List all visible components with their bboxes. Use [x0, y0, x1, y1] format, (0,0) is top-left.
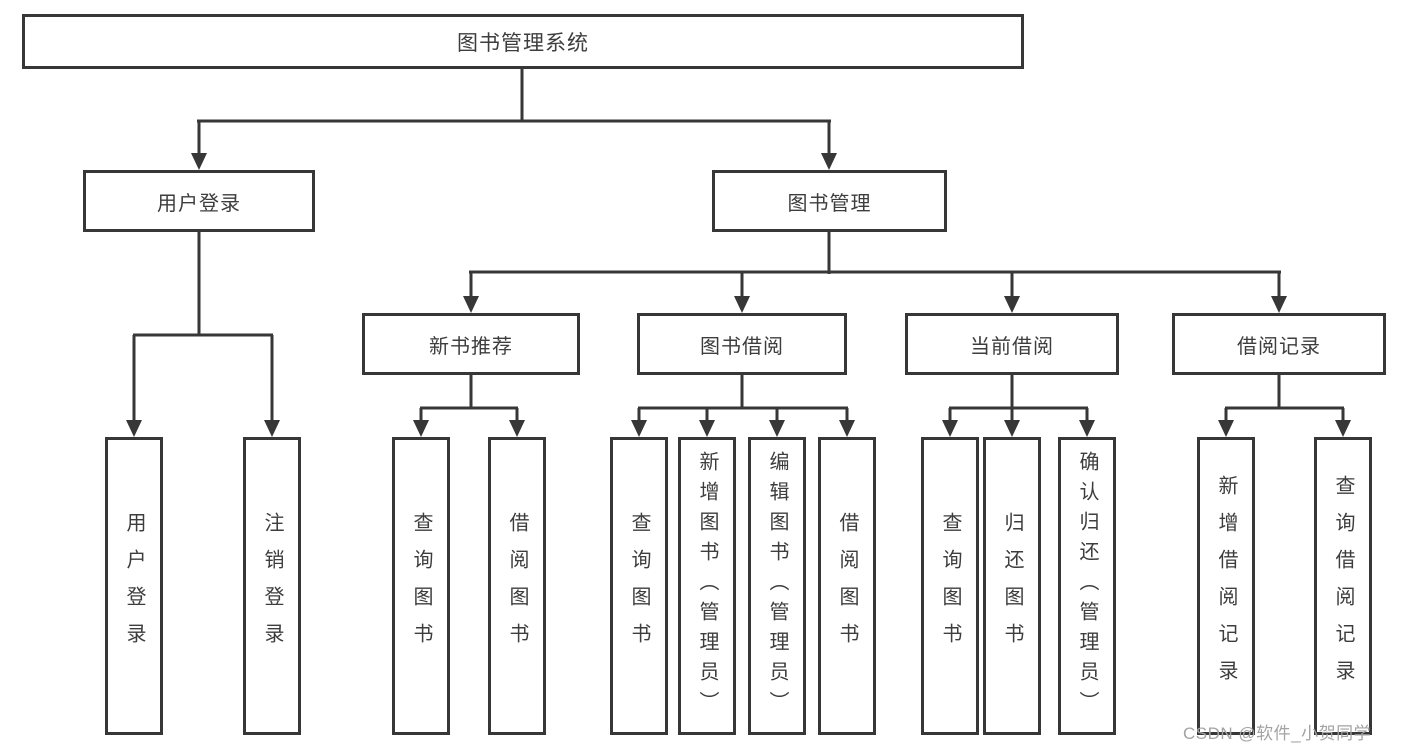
leaf-query-books: 查询图书 — [921, 437, 979, 735]
node-current-borrow: 当前借阅 — [905, 313, 1119, 375]
leaf-label: 查询图书 — [410, 512, 432, 660]
node-label: 图书管理 — [787, 192, 872, 215]
leaf-label: 新增借阅记录 — [1215, 475, 1237, 697]
node-label: 图书管理系统 — [457, 31, 589, 55]
leaf-add-borrow-record: 新增借阅记录 — [1197, 437, 1255, 735]
node-borrow-record: 借阅记录 — [1172, 313, 1386, 375]
node-label: 借阅记录 — [1237, 335, 1321, 358]
leaf-confirm-return-admin: 确认归还（管理员） — [1058, 437, 1116, 735]
leaf-label: 归还图书 — [1001, 512, 1023, 660]
leaf-user-login: 用户登录 — [105, 437, 163, 735]
leaf-label: 用户登录 — [123, 512, 145, 660]
leaf-query-borrow-record: 查询借阅记录 — [1314, 437, 1372, 735]
leaf-label: 确认归还（管理员） — [1076, 451, 1098, 721]
leaf-label: 借阅图书 — [836, 512, 858, 660]
leaf-label: 新增图书（管理员） — [696, 451, 718, 721]
leaf-borrow-books: 借阅图书 — [488, 437, 546, 735]
leaf-label: 查询借阅记录 — [1332, 475, 1354, 697]
node-label: 新书推荐 — [429, 335, 513, 358]
leaf-label: 查询图书 — [628, 512, 650, 660]
csdn-watermark: CSDN @软件_小贺同学 — [1183, 724, 1372, 743]
leaf-query-books: 查询图书 — [392, 437, 450, 735]
node-label: 用户登录 — [157, 192, 241, 215]
node-label: 当前借阅 — [970, 335, 1054, 358]
leaf-label: 借阅图书 — [506, 512, 528, 660]
leaf-label: 编辑图书（管理员） — [766, 451, 788, 721]
leaf-logout: 注销登录 — [243, 437, 301, 735]
leaf-return-book: 归还图书 — [983, 437, 1041, 735]
node-new-book-recommend: 新书推荐 — [362, 313, 580, 375]
node-library-management-system: 图书管理系统 — [22, 14, 1024, 69]
leaf-label: 查询图书 — [939, 512, 961, 660]
leaf-query-books: 查询图书 — [610, 437, 668, 735]
node-user-login: 用户登录 — [83, 170, 315, 232]
node-book-management: 图书管理 — [712, 170, 947, 232]
node-label: 图书借阅 — [700, 335, 784, 358]
leaf-borrow-books: 借阅图书 — [818, 437, 876, 735]
leaf-edit-book-admin: 编辑图书（管理员） — [748, 437, 806, 735]
node-book-borrow: 图书借阅 — [637, 313, 847, 375]
leaf-label: 注销登录 — [261, 512, 283, 660]
leaf-add-book-admin: 新增图书（管理员） — [678, 437, 736, 735]
